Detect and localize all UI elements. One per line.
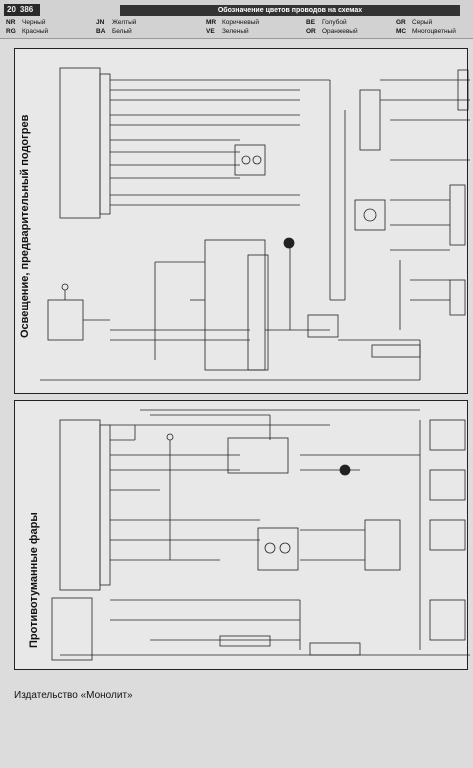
legend-item-be: BE Голубой bbox=[306, 18, 347, 27]
legend-item-or: OR Оранжевый bbox=[306, 27, 358, 36]
fog-switch-block bbox=[257, 527, 299, 571]
legend-code: JN bbox=[96, 19, 105, 26]
fuse-box-psf1-fog bbox=[51, 597, 93, 661]
legend-code: GR bbox=[396, 19, 406, 26]
legend-code: MR bbox=[206, 19, 217, 26]
legend-code: MC bbox=[396, 28, 407, 35]
legend-color-name: Коричневый bbox=[222, 19, 259, 26]
legend-color-name: Многоцветный bbox=[412, 28, 456, 35]
legend-code: BA bbox=[96, 28, 106, 35]
legend-code: RG bbox=[6, 28, 16, 35]
page-sub-number: 386 bbox=[19, 5, 34, 14]
legend-item-mr: MR Коричневый bbox=[206, 18, 259, 27]
legend-item-nr: NR Черный bbox=[6, 18, 45, 27]
fuse-box-psf1 bbox=[247, 254, 269, 371]
legend-code: NR bbox=[6, 19, 16, 26]
legend-item-ba: BA Белый bbox=[96, 27, 132, 36]
lighting-preheat-diagram bbox=[14, 48, 468, 394]
legend-item-ve: VE Зеленый bbox=[206, 27, 249, 36]
legend-color-name: Серый bbox=[412, 19, 433, 26]
legend-item-jn: JN Желтый bbox=[96, 18, 136, 27]
legend-item-gr: GR Серый bbox=[396, 18, 432, 27]
legend-code: VE bbox=[206, 28, 215, 35]
legend-color-name: Белый bbox=[112, 28, 132, 35]
relay-block-bsi1 bbox=[59, 67, 101, 219]
legend-item-rg: RG Красный bbox=[6, 27, 48, 36]
legend-color-name: Желтый bbox=[112, 19, 137, 26]
legend-title: Обозначение цветов проводов на схемах bbox=[120, 5, 460, 16]
publisher-footer: Издательство «Монолит» bbox=[14, 690, 133, 701]
legend-code: OR bbox=[306, 28, 316, 35]
legend-color-name: Зеленый bbox=[222, 28, 249, 35]
legend-color-name: Оранжевый bbox=[322, 28, 358, 35]
relay-block-bsi1-fog bbox=[59, 419, 101, 591]
legend-item-mc: MC Многоцветный bbox=[396, 27, 456, 36]
legend-code: BE bbox=[306, 19, 316, 26]
diagram-title-fog: Противотуманные фары bbox=[28, 512, 40, 648]
legend-color-name: Черный bbox=[22, 19, 46, 26]
diagram-title-lighting: Освещение, предварительный подогрев bbox=[19, 114, 31, 338]
legend-color-name: Красный bbox=[22, 28, 49, 35]
fog-lights-diagram bbox=[14, 400, 468, 670]
connector-block bbox=[307, 314, 339, 338]
legend-color-name: Голубой bbox=[322, 19, 347, 26]
page-number: 20 bbox=[7, 5, 16, 14]
switch-block bbox=[234, 144, 266, 176]
